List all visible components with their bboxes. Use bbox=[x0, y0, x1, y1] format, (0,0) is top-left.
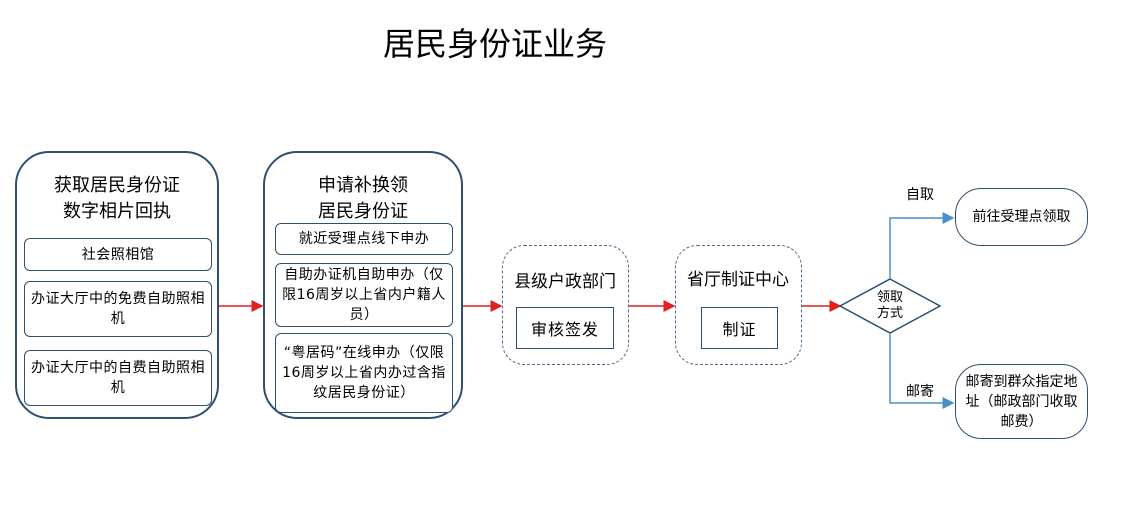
stage3-action: 审核签发 bbox=[516, 307, 614, 349]
stage2-item-offline: 就近受理点线下申办 bbox=[275, 223, 453, 255]
stage3-title: 县级户政部门 bbox=[514, 272, 616, 292]
stage1-title: 获取居民身份证 数字相片回执 bbox=[54, 175, 180, 222]
option-mail-label: 邮寄 bbox=[906, 384, 934, 400]
stage3-group: 县级户政部门 审核签发 bbox=[502, 245, 629, 365]
stage2-item-online: “粤居码”在线申办（仅限16周岁以上省内办过含指纹居民身份证） bbox=[275, 333, 453, 413]
stage2-item-kiosk: 自助办证机自助申办（仅限16周岁以上省内户籍人员） bbox=[275, 263, 453, 327]
option-mail-result: 邮寄到群众指定地址（邮政部门收取邮费） bbox=[955, 364, 1088, 439]
stage4-action: 制证 bbox=[701, 307, 778, 349]
arrow-self-pickup bbox=[889, 212, 955, 279]
stage1-item-studio: 社会照相馆 bbox=[24, 238, 212, 271]
stage1-group: 获取居民身份证 数字相片回执 社会照相馆 办证大厅中的免费自助照相机 办证大厅中… bbox=[15, 151, 219, 419]
stage1-item-free-booth: 办证大厅中的免费自助照相机 bbox=[24, 281, 212, 337]
arrow-mail bbox=[889, 333, 955, 409]
option-self-label: 自取 bbox=[906, 187, 934, 203]
option-self-result: 前往受理点领取 bbox=[955, 188, 1088, 246]
page-title: 居民身份证业务 bbox=[382, 25, 607, 63]
stage4-group: 省厅制证中心 制证 bbox=[675, 245, 802, 365]
stage4-title: 省厅制证中心 bbox=[687, 270, 789, 290]
stage1-item-paid-booth: 办证大厅中的自费自助照相机 bbox=[24, 350, 212, 406]
stage2-group: 申请补换领 居民身份证 就近受理点线下申办 自助办证机自助申办（仅限16周岁以上… bbox=[263, 151, 463, 419]
stage2-title: 申请补换领 居民身份证 bbox=[318, 175, 408, 222]
decision-label: 领取 方式 bbox=[876, 290, 903, 321]
